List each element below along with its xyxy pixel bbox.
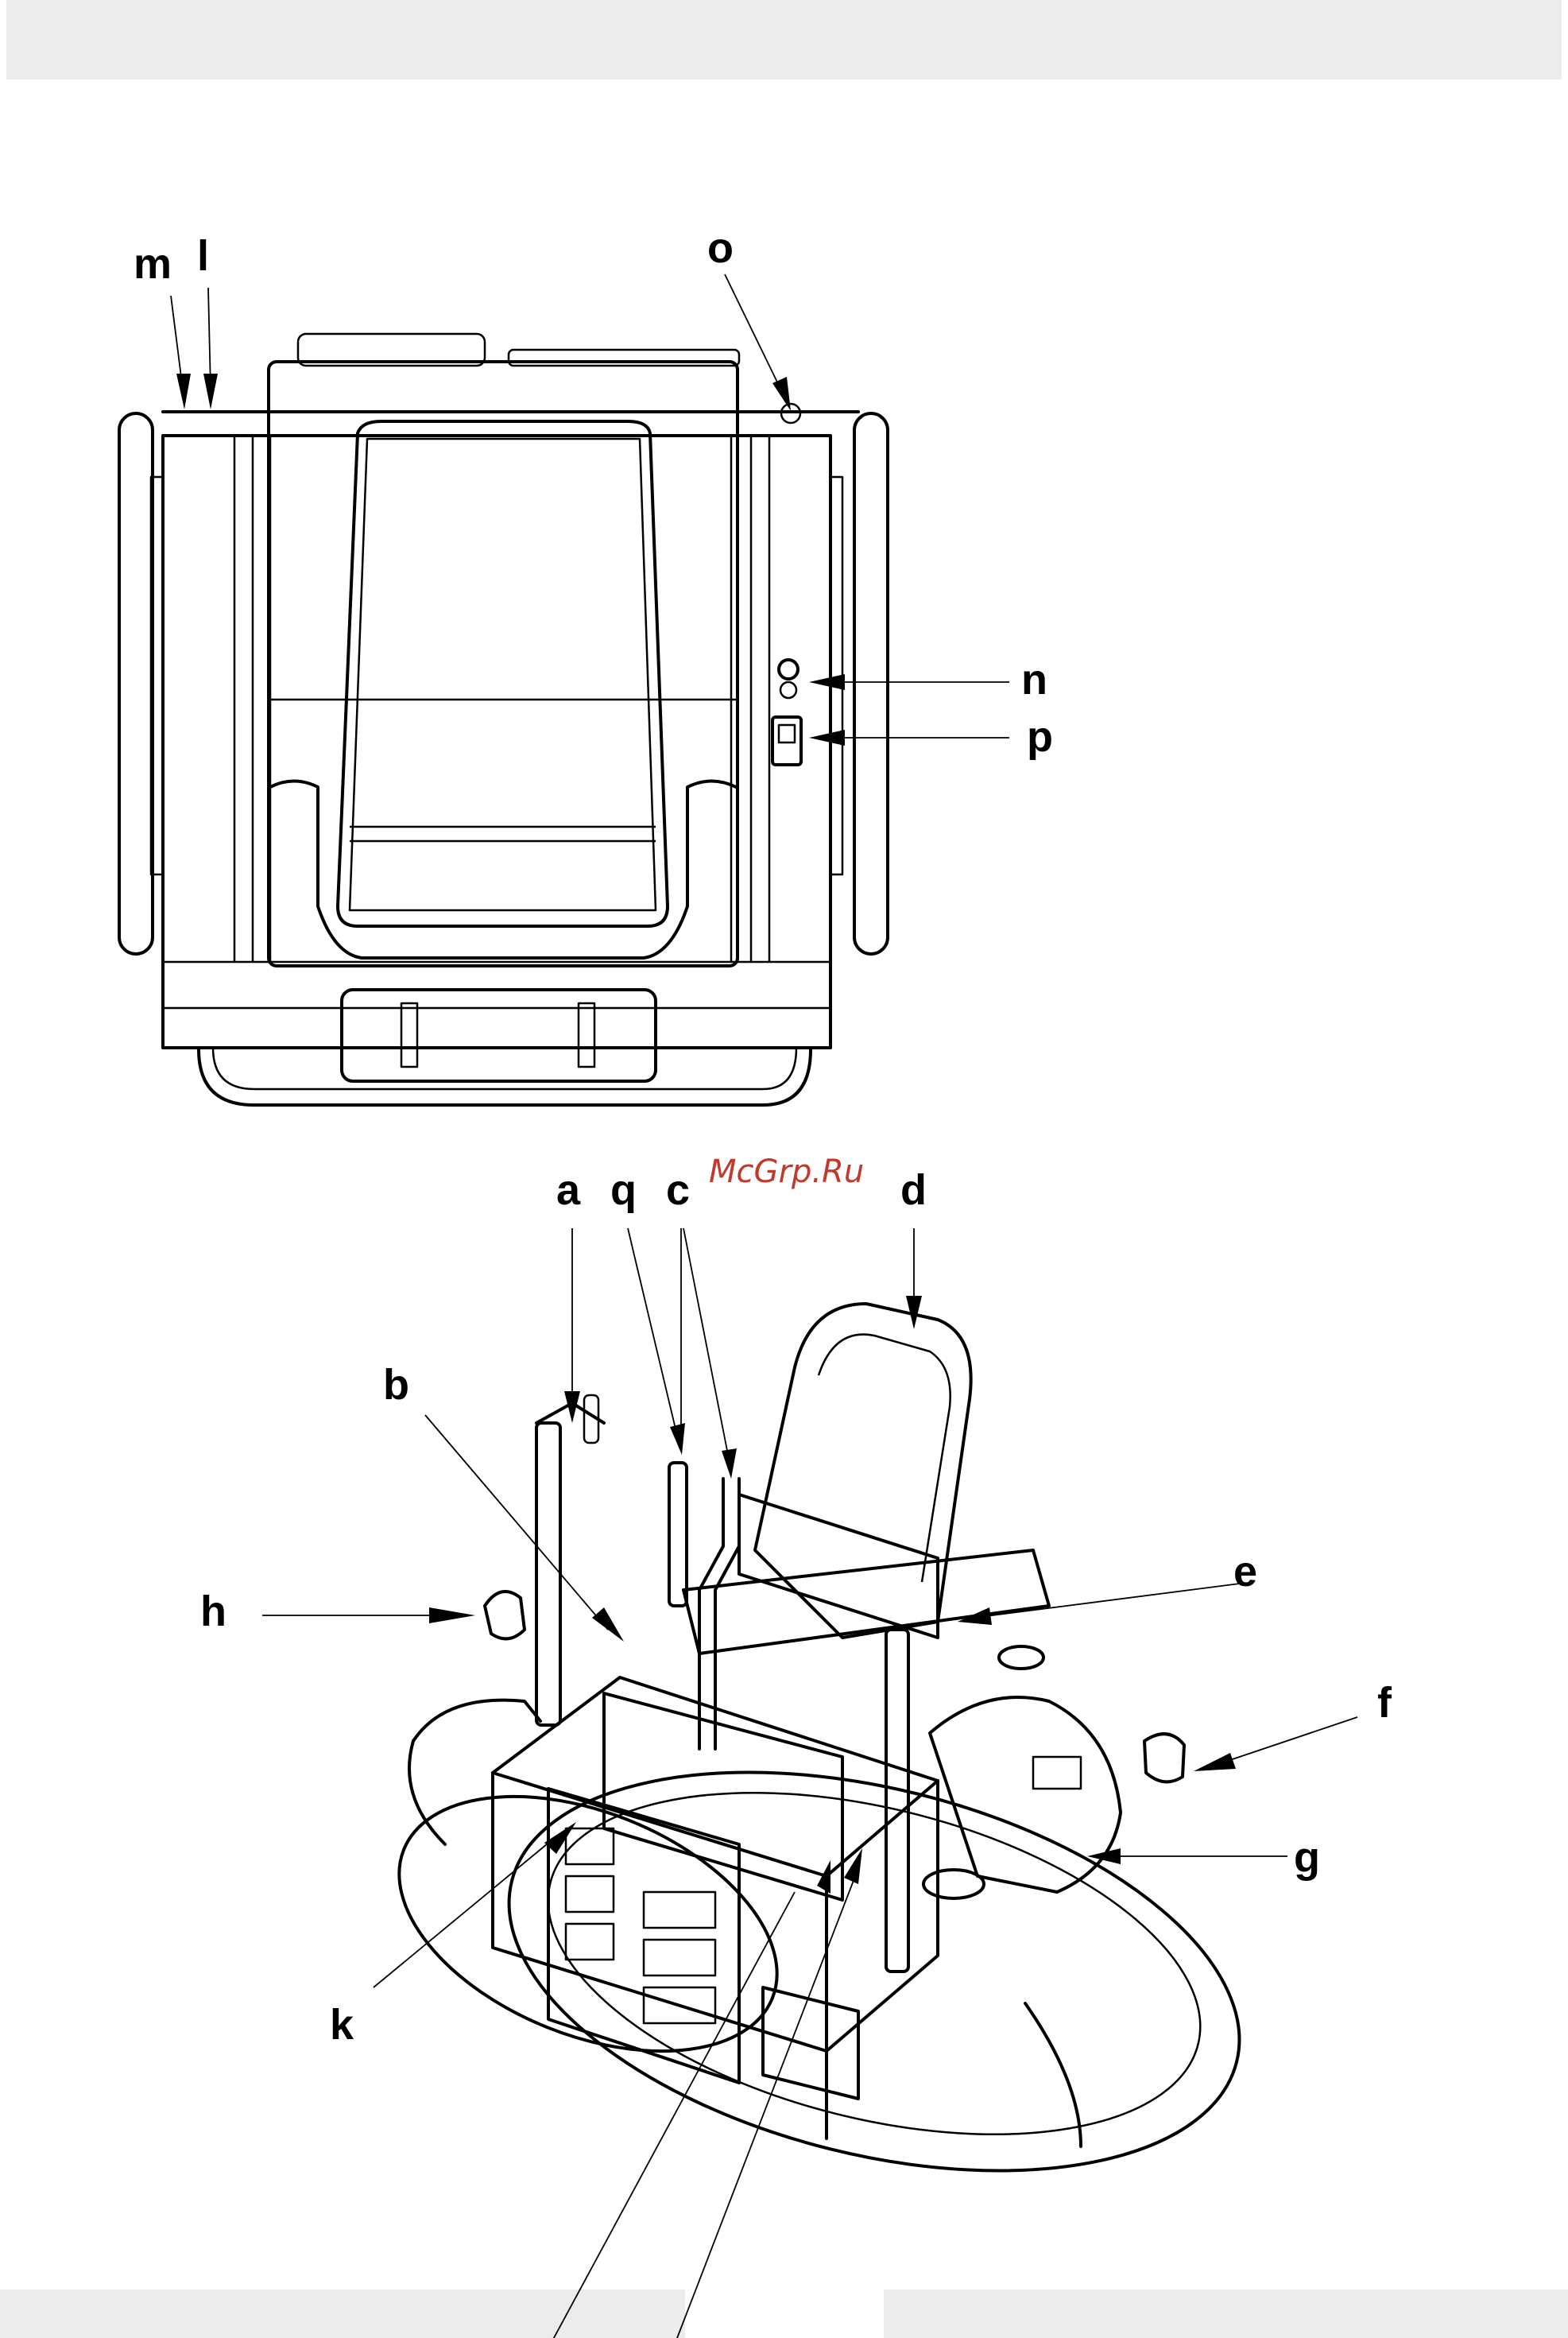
- callout-f: f: [1377, 1679, 1392, 1727]
- callout-n: n: [1021, 656, 1047, 704]
- callout-p: p: [1027, 713, 1053, 761]
- callout-d: d: [900, 1166, 927, 1214]
- watermark-text: McGrp.Ru: [709, 1153, 864, 1190]
- callout-l: l: [197, 232, 209, 280]
- callout-m: m: [134, 240, 172, 288]
- callout-c: c: [666, 1166, 690, 1214]
- callout-g: g: [1294, 1834, 1320, 1882]
- callout-k: k: [330, 2001, 354, 2049]
- top-view-drawing: [119, 334, 888, 1105]
- callout-b: b: [383, 1361, 409, 1409]
- callout-h: h: [200, 1588, 226, 1635]
- callout-e: e: [1233, 1548, 1257, 1596]
- callout-a: a: [556, 1166, 581, 1214]
- callout-q: q: [610, 1166, 637, 1214]
- perspective-view-drawing: [362, 1304, 1281, 2239]
- callout-o: o: [707, 224, 734, 272]
